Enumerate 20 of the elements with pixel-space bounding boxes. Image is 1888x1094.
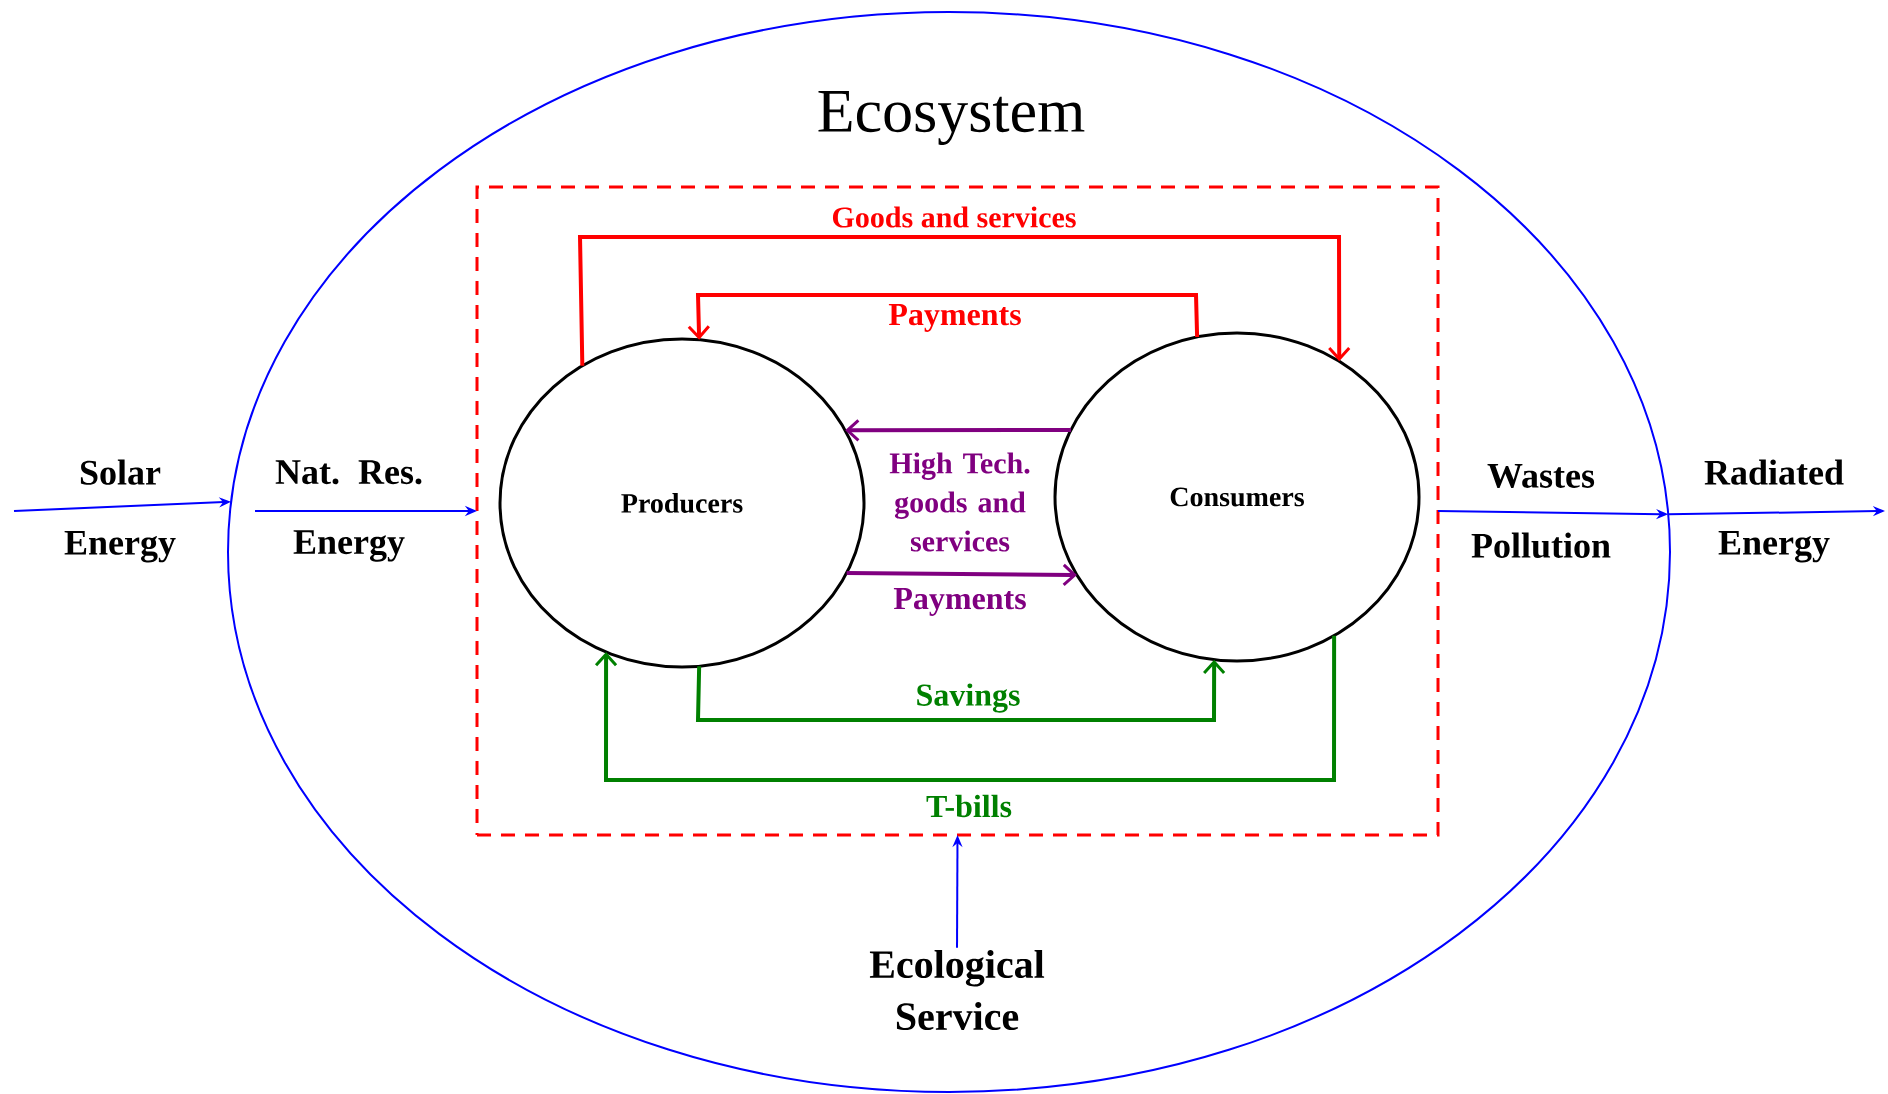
edge-label: Nat. Res. Energy — [275, 460, 422, 562]
edge-label: Savings — [917, 683, 1020, 713]
edge-label: Solar Energy — [64, 459, 176, 563]
edge-label: Payments — [893, 588, 1026, 616]
edge-label: Payments — [888, 304, 1021, 332]
arrow — [846, 563, 1077, 587]
edge-label: Radiated Energy — [1704, 459, 1844, 563]
dashed-boundary-box — [475, 185, 1440, 837]
title: Ecosystem — [818, 91, 1085, 145]
edge-label: Goods and services — [832, 206, 1076, 228]
edge-label: Wastes Pollution — [1471, 464, 1611, 558]
arrow — [845, 419, 1071, 442]
edge-label: High Tech. goods and services — [889, 452, 1030, 552]
arrow — [594, 635, 1337, 782]
arrow — [687, 293, 1200, 340]
arrow — [695, 659, 1226, 722]
ecosystem-ellipse — [227, 11, 1671, 1093]
bare-text: Ecological Service — [869, 949, 1045, 1031]
edge-label: T-bills — [926, 794, 1012, 818]
arrow — [577, 235, 1351, 366]
